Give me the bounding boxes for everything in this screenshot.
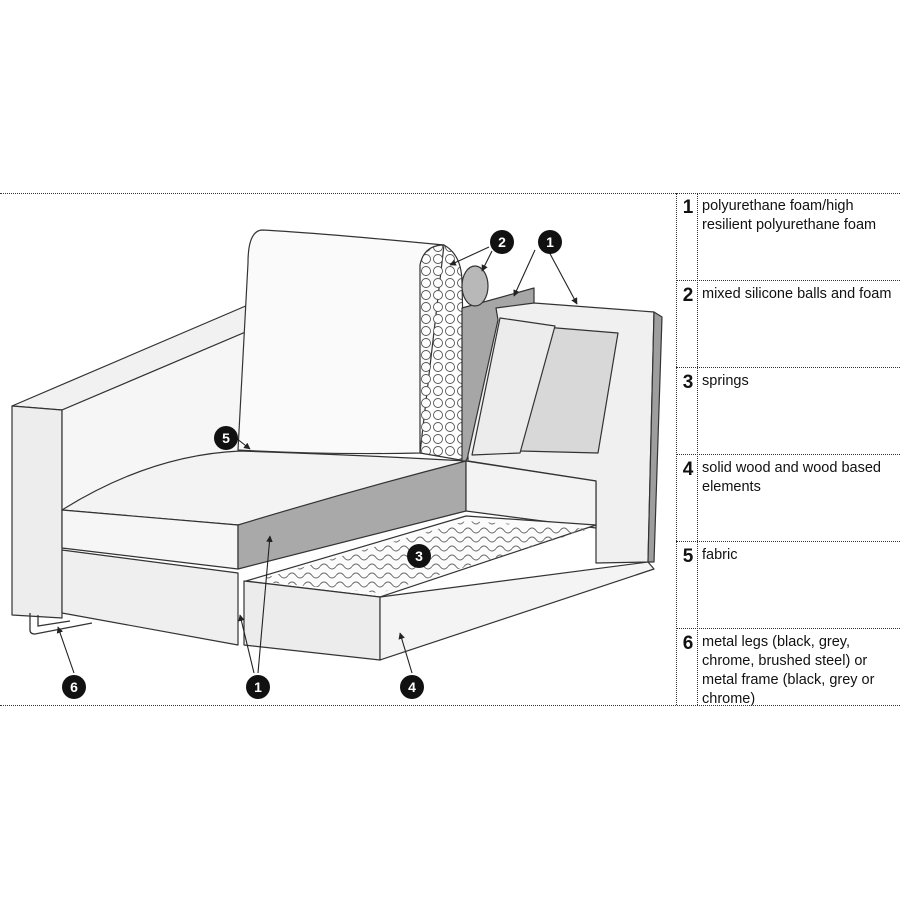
legend-number-1: 1 [682, 197, 694, 218]
legend-number-3: 3 [682, 372, 694, 393]
legend-item-4: 4 solid wood and wood based elements [676, 454, 900, 542]
callout-1-bottom: 1 [246, 675, 270, 699]
callout-5-label: 5 [222, 430, 230, 446]
legend-text-1: polyurethane foam/high resilient polyure… [702, 198, 877, 233]
legend-text-2: mixed silicone balls and foam [702, 286, 892, 302]
legend-number-5: 5 [682, 546, 694, 567]
callout-1-top-label: 1 [546, 234, 554, 250]
legend-left-rule [676, 193, 677, 705]
legend-number-6: 6 [682, 633, 694, 654]
seat-base [61, 549, 239, 646]
legend-item-6: 6 metal legs (black, grey, chrome, brush… [676, 628, 900, 707]
callout-2: 2 [490, 230, 514, 254]
callout-2-label: 2 [498, 234, 506, 250]
leader-lines [56, 246, 578, 674]
legend-number-2: 2 [682, 285, 694, 306]
legend-text-6: metal legs (black, grey, chrome, brushed… [702, 634, 875, 707]
callout-1-bottom-label: 1 [254, 679, 262, 695]
materials-legend: 1 polyurethane foam/high resilient polyu… [676, 193, 900, 707]
legend-item-1: 1 polyurethane foam/high resilient polyu… [676, 193, 900, 280]
legend-text-3: springs [702, 373, 749, 389]
sofa-materials-figure: 1 2 5 3 6 1 4 1 polyur [0, 193, 900, 707]
callout-1-top: 1 [538, 230, 562, 254]
callout-6: 6 [62, 675, 86, 699]
legend-item-5: 5 fabric [676, 541, 900, 629]
legend-number-rule [697, 193, 698, 705]
callout-4-label: 4 [408, 679, 416, 695]
callout-4: 4 [400, 675, 424, 699]
top-dotted-rule [0, 193, 900, 194]
legend-item-2: 2 mixed silicone balls and foam [676, 280, 900, 368]
legend-text-4: solid wood and wood based elements [702, 460, 881, 495]
back-cushion [237, 229, 467, 462]
legend-text-5: fabric [702, 547, 738, 563]
callout-3-label: 3 [415, 548, 423, 564]
callout-6-label: 6 [70, 679, 78, 695]
callout-3: 3 [407, 544, 431, 568]
legend-number-4: 4 [682, 459, 694, 480]
wood-box [243, 561, 655, 661]
callout-5: 5 [214, 426, 238, 450]
metal-legs [29, 613, 93, 635]
silicone-roll [461, 265, 489, 307]
bottom-dotted-rule [0, 705, 900, 706]
sofa-cutaway-drawing: 1 2 5 3 6 1 4 [11, 229, 663, 699]
legend-item-3: 3 springs [676, 367, 900, 455]
chaise-frame [465, 302, 663, 564]
seat-cushion [61, 450, 467, 570]
